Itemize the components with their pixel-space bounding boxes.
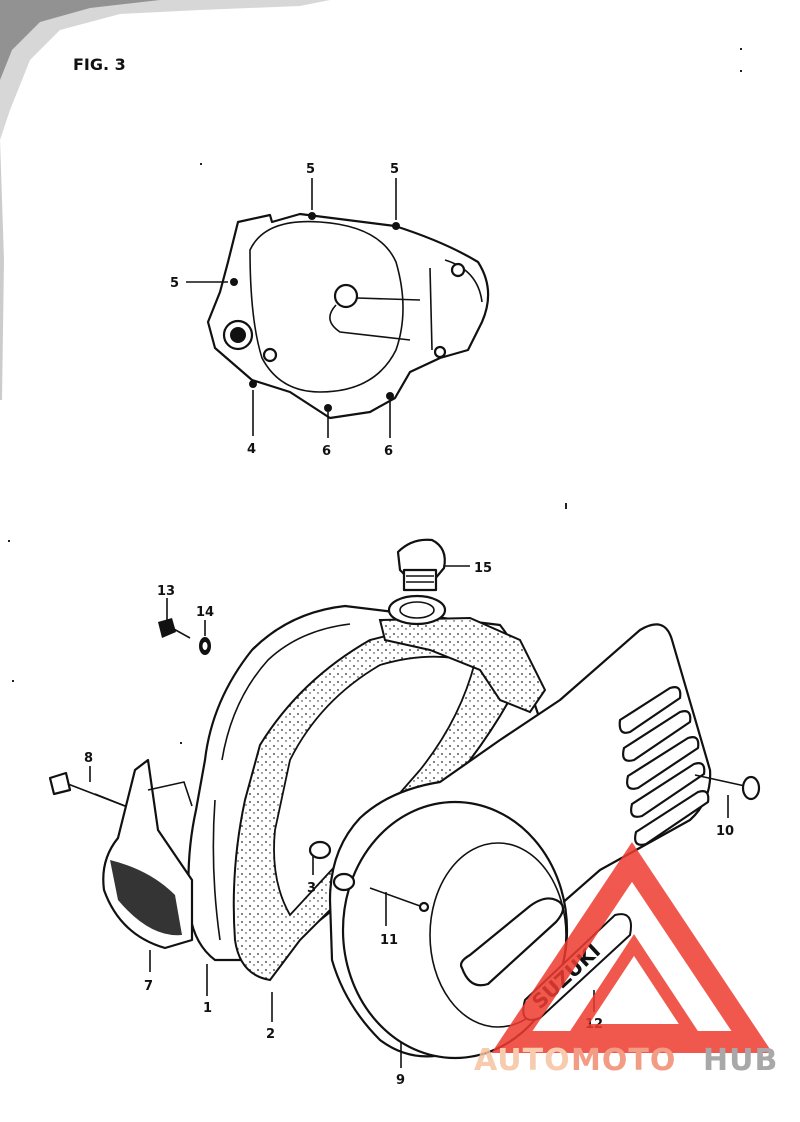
callout-7: 7 xyxy=(144,979,153,994)
callout-5: 5 xyxy=(170,276,179,291)
guard-7 xyxy=(102,758,194,950)
outer-cover xyxy=(328,623,712,1060)
callout-5: 5 xyxy=(306,162,315,177)
callout-9: 9 xyxy=(396,1073,405,1088)
callout-11: 11 xyxy=(380,933,398,948)
callout-10: 10 xyxy=(716,824,734,839)
scan-noise xyxy=(0,0,330,400)
cooling-fins xyxy=(618,686,710,846)
callout-2: 2 xyxy=(266,1027,275,1042)
bolt-13 xyxy=(158,618,191,639)
upper-callout-lines xyxy=(186,178,397,438)
callout-6: 6 xyxy=(384,444,393,459)
gasket-frame xyxy=(378,616,547,714)
bolt-8 xyxy=(48,771,126,807)
dowel-pin-3 xyxy=(308,840,356,892)
figure-title: FIG. 3 xyxy=(73,55,126,74)
callout-5: 5 xyxy=(390,162,399,177)
callout-6: 6 xyxy=(322,444,331,459)
watermark-moto: MOTO xyxy=(571,1043,676,1078)
watermark: AUTO MOTO HUB xyxy=(474,842,778,1078)
watermark-auto: AUTO xyxy=(474,1043,571,1078)
callout-13: 13 xyxy=(157,584,175,599)
inner-clutch-cover xyxy=(206,212,490,420)
callout-15: 15 xyxy=(474,561,492,576)
bolt-10 xyxy=(694,774,761,801)
lower-callout-lines xyxy=(89,565,729,1068)
callout-8: 8 xyxy=(84,751,93,766)
scan-specks xyxy=(8,48,742,744)
inspection-cap xyxy=(387,538,447,626)
callout-4: 4 xyxy=(247,442,256,457)
washer-14 xyxy=(199,637,211,655)
watermark-hub: HUB xyxy=(703,1043,778,1078)
callout-3: 3 xyxy=(307,881,316,896)
watermark-triangle-logo xyxy=(491,842,773,1053)
callout-14: 14 xyxy=(196,605,214,620)
callout-1: 1 xyxy=(203,1001,212,1016)
bolt-11 xyxy=(369,887,430,913)
